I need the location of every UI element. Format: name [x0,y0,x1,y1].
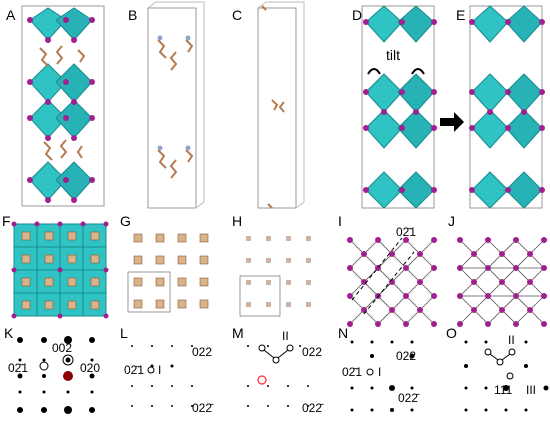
panel-l-marker-i: I [158,363,161,377]
panel-f: F [2,213,109,319]
panel-n: N 02̄1 I 022 022̄ [338,325,420,412]
panel-k-index-top: 002 [52,341,72,355]
panel-m-index-right-top: 022 [302,345,322,359]
panel-label-n: N [338,325,348,341]
panel-n-index-right-bottom: 022̄ [398,391,420,405]
panel-k: K 002 02̄1 020 [4,325,100,414]
panel-m-marker-ii: II [282,329,289,343]
panel-m: M II 022 022̄ [232,325,324,415]
panel-label-i: I [338,213,342,229]
panel-label-b: B [128,7,137,23]
panel-label-k: K [4,325,14,341]
panel-l-index-left: 02̄1 [124,363,144,377]
panel-label-h: H [232,213,242,229]
panel-label-e: E [456,7,465,23]
panel-o: O II 111 III [446,325,549,412]
panel-n-index-right-top: 022 [396,349,416,363]
panel-l-index-right-bottom: 022̄ [192,401,214,415]
panel-label-d: D [352,7,362,23]
panel-i: I 02̄1 [338,213,437,327]
tilt-label: tilt [386,47,400,63]
panel-label-a: A [6,7,16,23]
panel-c: C [232,1,305,209]
panel-m-index-right-bottom: 022̄ [302,401,324,415]
panel-k-index-right: 020 [80,361,100,375]
panel-a: A [6,5,105,207]
panel-k-index-left: 02̄1 [8,361,28,375]
panel-b: B [128,1,205,209]
panel-label-l: L [120,325,128,341]
panel-label-g: G [120,213,131,229]
panel-n-index-left: 02̄1 [342,365,362,379]
panel-d: D tilt [352,5,437,209]
panel-g: G [120,213,209,313]
panel-label-f: F [2,213,11,229]
panel-e: E [456,5,545,209]
panel-label-c: C [232,7,242,23]
panel-n-marker-i: I [378,365,381,379]
panel-label-m: M [232,325,244,341]
panel-i-index: 02̄1 [396,225,416,239]
panel-h: H [232,213,311,317]
panel-label-o: O [446,325,457,341]
panel-o-marker-ii: II [508,333,515,347]
panel-o-index-111: 111 [494,383,513,397]
panel-j: J [448,213,547,327]
panel-label-j: J [448,213,455,229]
panel-o-marker-iii: III [526,383,536,397]
arrow-icon [440,112,464,132]
panel-l-index-right-top: 022 [192,345,212,359]
panel-l: L 02̄1 I 022 022̄ [120,325,214,415]
